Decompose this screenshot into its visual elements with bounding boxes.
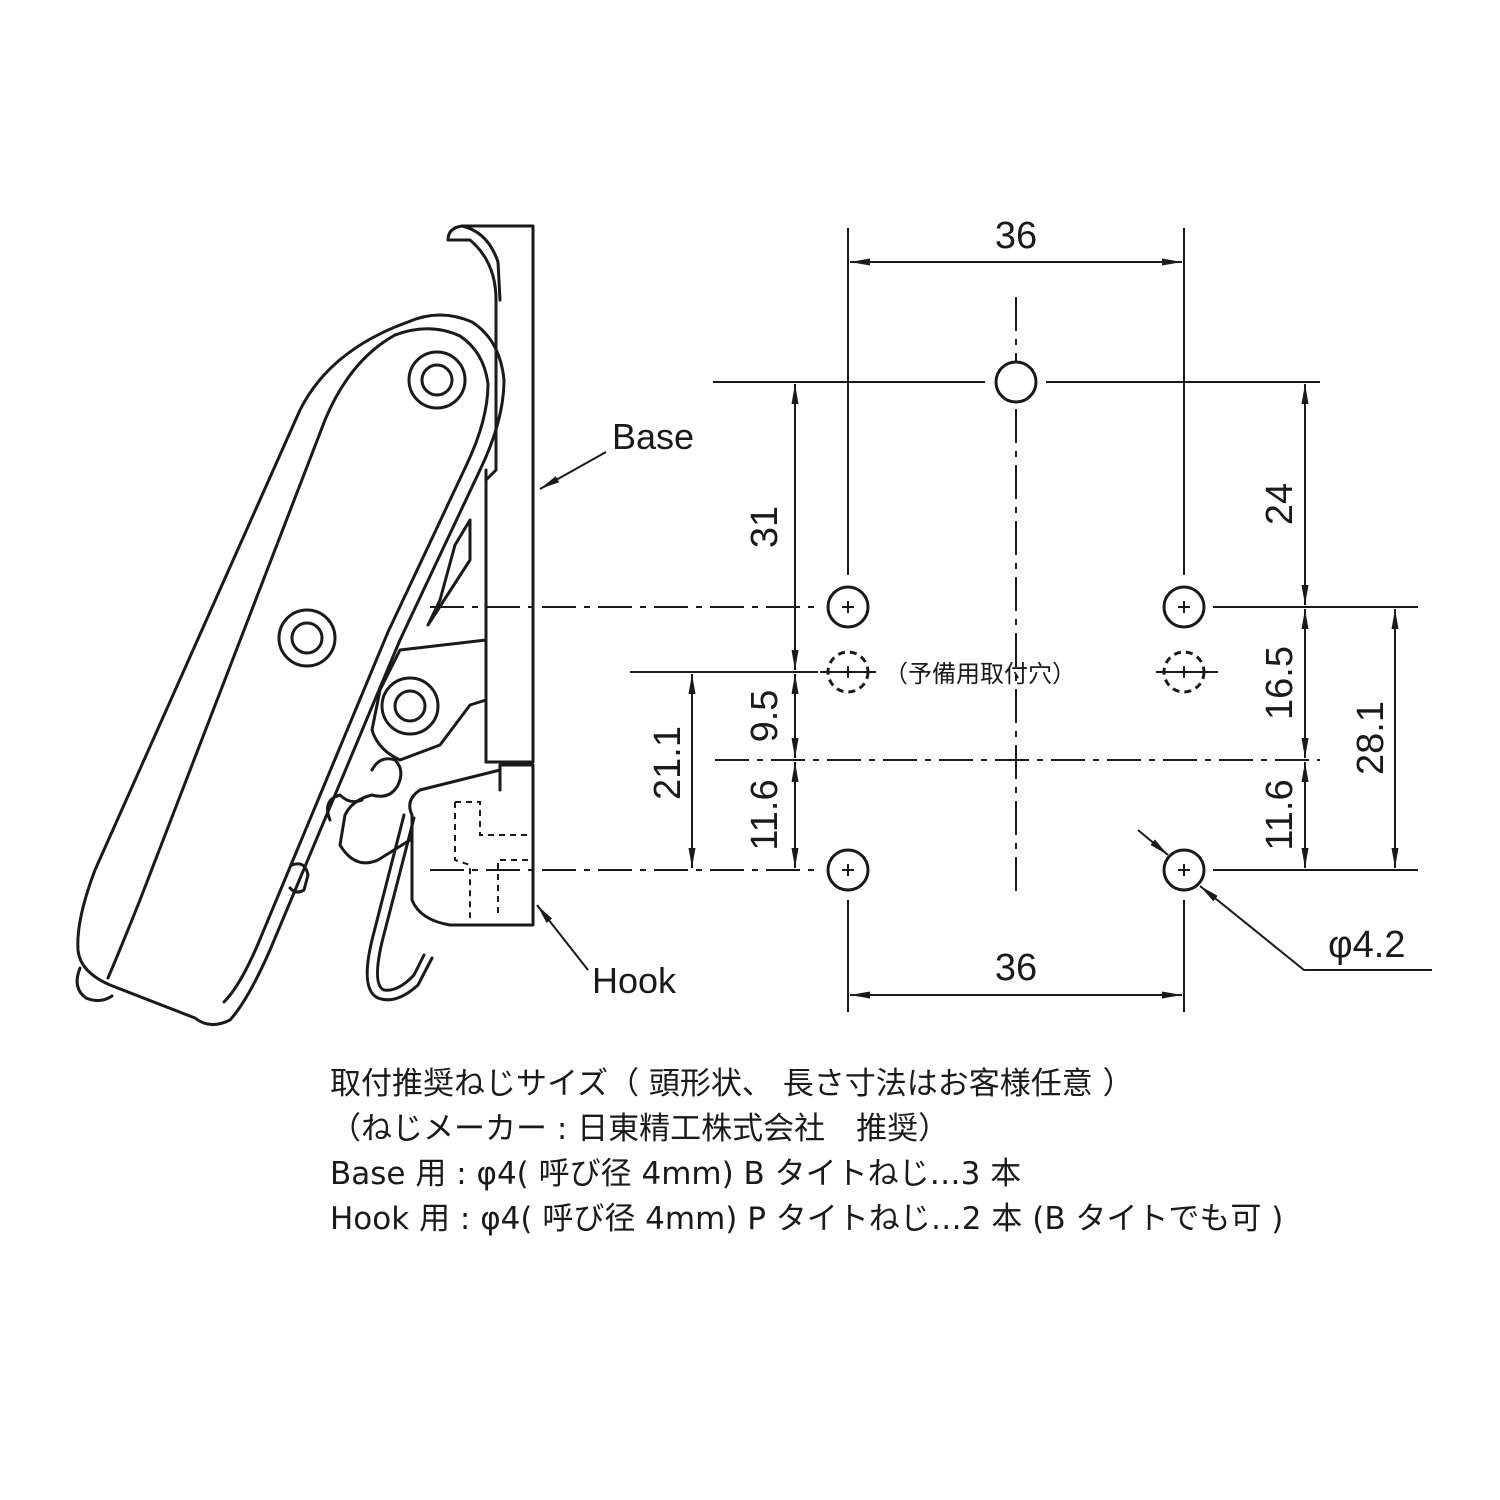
dim-right-16-5: 16.5	[1259, 646, 1301, 720]
rivet-lower	[380, 676, 440, 736]
lever-body	[75, 313, 506, 1026]
note-line-4: Hook 用 : φ4( 呼び径 4mm) P タイトねじ…2 本 (B タイト…	[330, 1201, 1284, 1237]
cam-notch	[338, 757, 412, 865]
dim-left-11-6: 11.6	[744, 779, 786, 850]
dim-right-28-1: 28.1	[1350, 701, 1392, 775]
spare-holes-label: （予備用取付穴）	[884, 660, 1076, 688]
hook-label-group: Hook	[536, 904, 677, 1001]
dim-right-11-6: 11.6	[1259, 779, 1301, 850]
note-line-1: 取付推奨ねじサイズ（ 頭形状、 長さ寸法はお客様任意 ）	[330, 1066, 1134, 1102]
dim-top-width: 36	[995, 215, 1037, 257]
base-label-group: Base	[539, 416, 694, 490]
dim-left-21-1: 21.1	[647, 726, 689, 800]
cam-link	[370, 638, 488, 762]
wire-hook	[365, 813, 434, 1002]
note-line-3: Base 用 : φ4( 呼び径 4mm) B タイトねじ…3 本	[330, 1156, 1022, 1192]
dim-left-9-5: 9.5	[744, 690, 786, 743]
base-label: Base	[612, 416, 694, 457]
base-hole-top	[994, 360, 1038, 404]
dim-hole-diameter: φ4.2	[1328, 924, 1405, 966]
screw-notes: 取付推奨ねじサイズ（ 頭形状、 長さ寸法はお客様任意 ） （ねじメーカー : 日…	[330, 1062, 1450, 1242]
spring-slot	[426, 518, 472, 627]
rivet-top	[407, 350, 467, 410]
cam-lower-edge	[326, 793, 364, 822]
hook-block	[408, 763, 535, 927]
rivet-middle	[277, 608, 337, 668]
latch-side-view	[75, 224, 535, 1026]
hook-label: Hook	[592, 960, 677, 1001]
dim-left-31: 31	[744, 506, 786, 548]
lever-tab	[288, 862, 310, 894]
dim-bottom-width: 36	[995, 947, 1037, 989]
hole-layout: （予備用取付穴） 36 36 31 9.5 11.6 21.1 24 16.5 …	[430, 215, 1432, 1012]
note-line-2: （ねじメーカー : 日東精工株式会社 推奨）	[330, 1111, 950, 1147]
dim-right-24: 24	[1259, 483, 1301, 525]
base-plate	[446, 224, 535, 764]
